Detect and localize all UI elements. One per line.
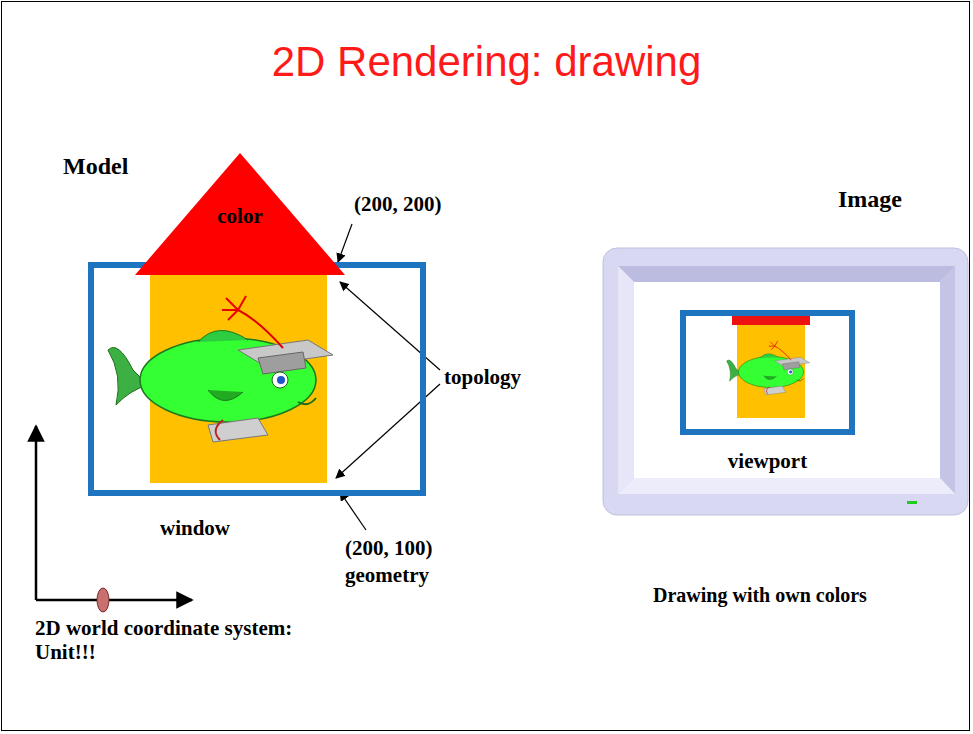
annotation-label: topology xyxy=(444,365,521,390)
annotation-label: (200, 200) xyxy=(354,192,442,217)
annotation-label: Drawing with own colors xyxy=(653,584,867,607)
annotation-label: 2D world coordinate system: Unit!!! xyxy=(35,616,300,664)
shape-label: color xyxy=(217,204,262,229)
roof-triangle: color xyxy=(135,153,345,275)
slide-title: 2D Rendering: drawing xyxy=(0,38,973,86)
viewport-frame: viewport xyxy=(680,310,855,435)
annotation-label: Model xyxy=(63,153,128,180)
annotation-label: geometry xyxy=(345,563,429,588)
frame-label: window xyxy=(160,516,230,541)
annotation-label: Image xyxy=(838,186,902,213)
annotation-label: (200, 100) xyxy=(345,536,433,561)
window-frame: window xyxy=(88,262,426,496)
frame-label: viewport xyxy=(728,449,807,474)
